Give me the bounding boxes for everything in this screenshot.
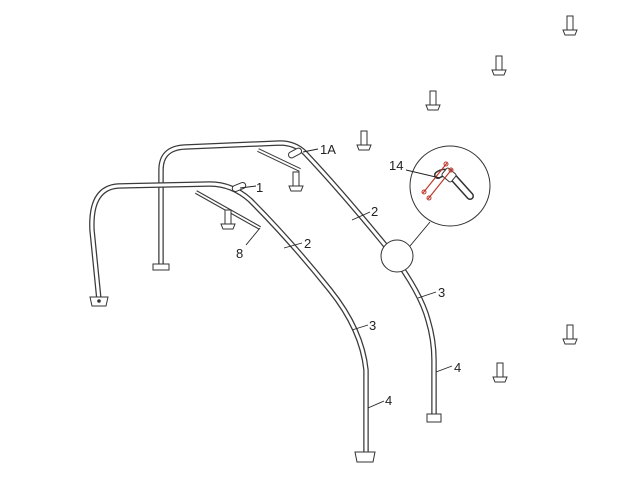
- rear-brace: [257, 148, 301, 172]
- front-hoop: [89, 181, 369, 458]
- leader-8: [245, 227, 261, 246]
- leader-14: [405, 169, 441, 179]
- leader-1: [239, 185, 257, 189]
- label-3-rear: 3: [438, 285, 445, 300]
- rear-brace-mount: [288, 171, 304, 192]
- front-strap-stub: [231, 182, 247, 192]
- label-3-front: 3: [369, 318, 376, 333]
- deck-mount-6: [492, 362, 508, 383]
- detail-connector-line: [409, 221, 431, 247]
- rear-hoop: [158, 140, 437, 421]
- label-8: 8: [236, 246, 243, 261]
- label-2-rear: 2: [371, 204, 378, 219]
- label-1a: 1A: [320, 142, 336, 157]
- leader-4-rear: [435, 365, 453, 373]
- deck-mount-3: [425, 90, 441, 111]
- front-brace-mount: [220, 209, 236, 230]
- deck-mount-4: [356, 130, 372, 151]
- front-foot-left: [89, 296, 109, 307]
- leader-3-rear: [417, 291, 437, 299]
- deck-mount-5: [562, 324, 578, 345]
- detail-zoom: [409, 145, 491, 227]
- label-14: 14: [389, 158, 403, 173]
- label-4-front: 4: [385, 393, 392, 408]
- label-1: 1: [256, 180, 263, 195]
- deck-mount-2: [491, 55, 507, 76]
- front-foot-right: [354, 451, 376, 463]
- rear-foot-right: [426, 413, 442, 423]
- leader-3-front: [351, 324, 369, 331]
- deck-mount-1: [562, 15, 578, 36]
- rear-foot-left: [152, 263, 170, 271]
- label-2-front: 2: [304, 236, 311, 251]
- leader-2-rear: [351, 211, 371, 221]
- detail-target-circle: [380, 239, 414, 273]
- leader-1a: [302, 148, 319, 153]
- leader-4-front: [367, 400, 385, 409]
- rear-strap-stub: [287, 147, 303, 159]
- leader-2-front: [283, 242, 303, 249]
- label-4-rear: 4: [454, 360, 461, 375]
